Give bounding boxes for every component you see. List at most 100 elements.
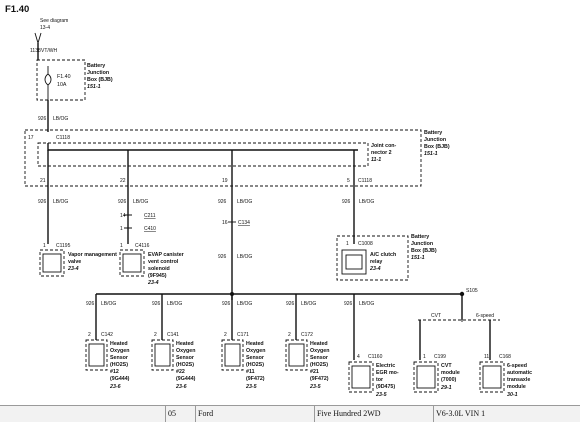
- sensor-2-pin: 2: [154, 332, 157, 338]
- sensor-3-line-3: Sensor: [246, 355, 264, 361]
- fuse-bjb-box: [36, 59, 86, 101]
- bus-4-number: 926: [286, 301, 295, 307]
- inline-3-pin: 16: [222, 220, 228, 226]
- branch-2-color: LB/OG: [133, 199, 148, 205]
- acr-pin: 1: [346, 241, 349, 247]
- egr-conn: C1160: [368, 354, 383, 360]
- bus-drops: [95, 294, 355, 360]
- fuse-box-page: 151-1: [87, 84, 101, 90]
- acr-bjb-box: [336, 235, 409, 281]
- branch-3-color: LB/OG: [237, 199, 252, 205]
- footer-engine: V6-3.0L VIN 1: [436, 409, 486, 418]
- bus-1-number: 926: [86, 301, 95, 307]
- sensor-2-line-1: Heated: [176, 341, 194, 347]
- acr-conn: C1008: [358, 241, 373, 247]
- footer-separator: [314, 406, 315, 422]
- egr-line-3: tor: [376, 377, 383, 383]
- fuse-icon: [44, 66, 52, 100]
- joint-label-2: nector 2: [371, 150, 392, 156]
- acr-box-label-3: Box (BJB): [411, 248, 437, 254]
- page-code: F1.40: [5, 4, 29, 15]
- trans-line-4: module: [507, 384, 526, 390]
- fuse-out-wire-color: LB/OG: [53, 116, 68, 122]
- bjb-pin-21: 21: [40, 178, 46, 184]
- sensor-4-line-2: Oxygen: [310, 348, 329, 354]
- cvt-module-icon: [416, 365, 436, 389]
- egr-line-4: (9D475): [376, 384, 395, 390]
- sensor-2-box: [151, 339, 174, 371]
- sensor-4-line-3: Sensor: [310, 355, 328, 361]
- branch-3-number: 926: [218, 199, 227, 205]
- footer-year: 05: [168, 409, 176, 418]
- joint-label-1: Joint con-: [371, 143, 397, 149]
- trans-line-1: 6-speed: [507, 363, 527, 369]
- option-cvt: CVT: [431, 313, 441, 319]
- acr-line-1: A/C clutch: [370, 252, 396, 258]
- sensor-3-line-5: #11: [246, 369, 255, 375]
- inline-connector-ticks: [124, 214, 132, 229]
- acr-page: 23-4: [369, 266, 381, 272]
- egr-pin: 4: [357, 354, 360, 360]
- joint-drops: [47, 150, 355, 186]
- branch-1-color: LB/OG: [53, 199, 68, 205]
- egr-motor-icon: [351, 365, 371, 389]
- see-diagram-page: 13-4: [40, 25, 50, 31]
- sensor-1-line-6: (9G444): [110, 376, 130, 382]
- bjb-pin-5: 5: [347, 178, 350, 184]
- sensor-3-line-6: (9F472): [246, 376, 265, 382]
- sensor-2-line-3: Sensor: [176, 355, 194, 361]
- sensor-2-line-6: (9G444): [176, 376, 196, 382]
- sensor-4-element-icon: [288, 343, 305, 367]
- sensor-3-element-icon: [224, 343, 241, 367]
- vmv-line-1: Vapor management: [68, 252, 117, 258]
- acr-line-2: relay: [370, 259, 382, 265]
- sensor-1-line-2: Oxygen: [110, 348, 129, 354]
- branch-2-number: 926: [118, 199, 127, 205]
- sensor-1-line-1: Heated: [110, 341, 128, 347]
- cvt-conn: C199: [434, 354, 446, 360]
- sensor-1-conn: C142: [101, 332, 113, 338]
- fuse-box-label-1: Battery: [87, 63, 105, 69]
- joint-connector-box: [37, 142, 369, 167]
- sensor-4-line-4: (HO2S): [310, 362, 328, 368]
- wiring-diagram: F1.40 See diagram 13-4 1138 VT/WH F1.40 …: [5, 4, 532, 398]
- sensor-4-pin: 2: [288, 332, 291, 338]
- arrow-in-icon: [34, 32, 42, 45]
- sensor-3-line-4: (HO2S): [246, 362, 264, 368]
- bjb-pin-19: 19: [222, 178, 228, 184]
- inline-3-conn: C134: [238, 220, 250, 226]
- vmv-line-2: valve: [68, 259, 81, 265]
- inline-2-pin: 1: [120, 226, 123, 232]
- footer-make: Ford: [198, 409, 214, 418]
- egr-line-2: EGR mo-: [376, 370, 399, 376]
- sensor-4-line-1: Heated: [310, 341, 328, 347]
- trans-line-2: automatic: [507, 370, 532, 376]
- splice-name: S105: [466, 288, 478, 294]
- sensor-1-page: 23-6: [109, 384, 121, 390]
- acr-box-label-2: Junction: [411, 241, 433, 247]
- mid-wire-color: LB/OG: [237, 254, 252, 260]
- fuse-out-wire-number: 926: [38, 116, 47, 122]
- evap-line-2: vent control: [148, 259, 179, 265]
- sensor-3-box: [221, 339, 244, 371]
- acr-box-label-1: Battery: [411, 234, 429, 240]
- bus-5-color: LB/OG: [359, 301, 374, 307]
- bus-4-color: LB/OG: [301, 301, 316, 307]
- cvt-line-2: module: [441, 370, 460, 376]
- fuse-box-label-3: Box (BJB): [87, 77, 113, 83]
- evap-page: 23-4: [147, 280, 159, 286]
- bus-2-color: LB/OG: [167, 301, 182, 307]
- see-diagram-label: See diagram: [40, 18, 68, 24]
- sensor-2-line-4: (HO2S): [176, 362, 194, 368]
- trans-conn: C168: [499, 354, 511, 360]
- sensor-4-box: [285, 339, 308, 371]
- evap-solenoid-icon: [122, 253, 142, 273]
- trans-line-3: transaxle: [507, 377, 530, 383]
- trans-pin: 11: [484, 354, 489, 360]
- bus-5-number: 926: [344, 301, 353, 307]
- vmv-solenoid-icon: [42, 253, 62, 273]
- vmv-pin: 1: [43, 243, 46, 249]
- sensor-3-line-2: Oxygen: [246, 348, 265, 354]
- cvt-pin: 1: [423, 354, 426, 360]
